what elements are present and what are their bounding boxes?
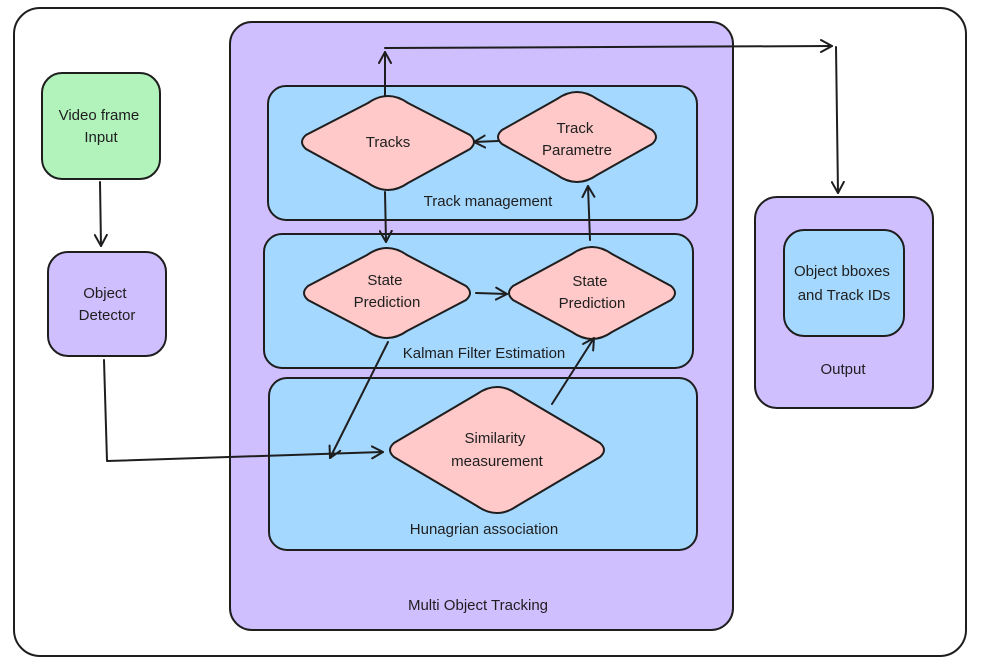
track-parametre-line1: Track [556, 120, 593, 137]
similarity-measurement-line1: Similarity [464, 430, 525, 447]
state-prediction-right-line1: State [572, 273, 607, 290]
output-label: Output [820, 361, 866, 378]
track-parametre-label: Track Parametre [542, 120, 612, 159]
output-bboxes-node [783, 229, 905, 337]
edge-statepred-left-to-right [475, 286, 508, 301]
object-detector-node [47, 251, 167, 357]
edge-tracks-to-statepred [378, 191, 393, 243]
edge-input-to-detector [93, 181, 108, 247]
edge-detector-to-similarity [103, 359, 384, 462]
state-prediction-left-label: State Prediction [354, 272, 421, 311]
video-frame-input-line2: Input [84, 129, 118, 146]
similarity-measurement-diamond [389, 385, 605, 515]
video-frame-input-label: Video frame Input [59, 107, 144, 146]
hungarian-association-label: Hunagrian association [410, 521, 558, 538]
output-bboxes-label: Object bboxes and Track IDs [794, 263, 894, 304]
similarity-measurement-label: Similarity measurement [451, 430, 544, 470]
edge-to-output [830, 46, 845, 194]
object-detector-line1: Object [83, 285, 127, 302]
track-parametre-diamond [497, 90, 657, 184]
state-prediction-left-line1: State [367, 272, 402, 289]
track-parametre-line2: Parametre [542, 142, 612, 159]
edge-top-to-output-connector [384, 39, 833, 54]
state-prediction-right-label: State Prediction [559, 273, 626, 312]
similarity-measurement-line2: measurement [451, 453, 544, 470]
output-bboxes-line2: and Track IDs [798, 287, 891, 304]
object-detector-label: Object Detector [79, 285, 136, 324]
tracks-label: Tracks [366, 134, 410, 151]
object-detector-line2: Detector [79, 307, 136, 324]
multi-object-tracking-label: Multi Object Tracking [408, 597, 548, 614]
tracks-diamond [301, 94, 475, 192]
state-prediction-right-line2: Prediction [559, 295, 626, 312]
track-management-label: Track management [424, 193, 553, 210]
edge-similarity-to-statepred-right [551, 337, 595, 405]
edge-statepred-to-hungarian [328, 341, 389, 459]
video-frame-input-line1: Video frame [59, 107, 140, 124]
edge-parametre-to-tracks [473, 134, 499, 149]
state-prediction-left-line2: Prediction [354, 294, 421, 311]
video-frame-input-node [41, 72, 161, 180]
kalman-filter-label: Kalman Filter Estimation [403, 345, 566, 362]
edge-statepred-right-to-parametre [581, 185, 596, 241]
output-bboxes-line1: Object bboxes [794, 263, 890, 280]
state-prediction-left-diamond [303, 246, 471, 340]
